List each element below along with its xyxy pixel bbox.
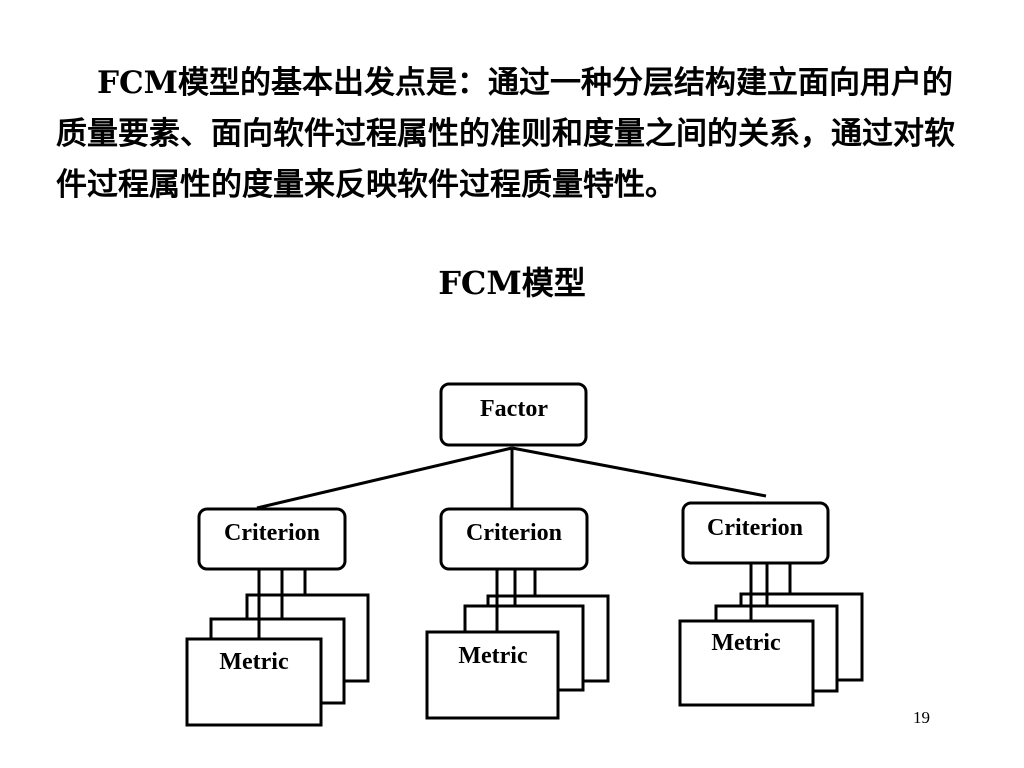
metric-label-2: Metric: [458, 643, 528, 669]
metric-label-1: Metric: [219, 649, 289, 675]
criterion-box-1: [197, 507, 347, 571]
connector-factor-criterion-3: [511, 446, 767, 498]
metric-card-1a: [185, 637, 323, 727]
criterion-label-2: Criterion: [466, 520, 562, 546]
factor-label: Factor: [480, 396, 548, 422]
page-number: 19: [913, 708, 930, 727]
metric-card-2a: [425, 630, 560, 720]
metric-card-3a: [678, 619, 815, 707]
criterion-label-3: Criterion: [707, 515, 803, 541]
intro-paragraph: FCM模型的基本出发点是：通过一种分层结构建立面向用户的质量要素、面向软件过程属…: [56, 65, 955, 203]
criterion-box-3: [681, 501, 830, 565]
metric-label-3: Metric: [711, 630, 781, 656]
criterion-label-1: Criterion: [224, 520, 320, 546]
diagram-title: FCM模型: [438, 264, 586, 302]
factor-box: [439, 382, 588, 447]
connector-factor-criterion-1: [256, 446, 513, 510]
